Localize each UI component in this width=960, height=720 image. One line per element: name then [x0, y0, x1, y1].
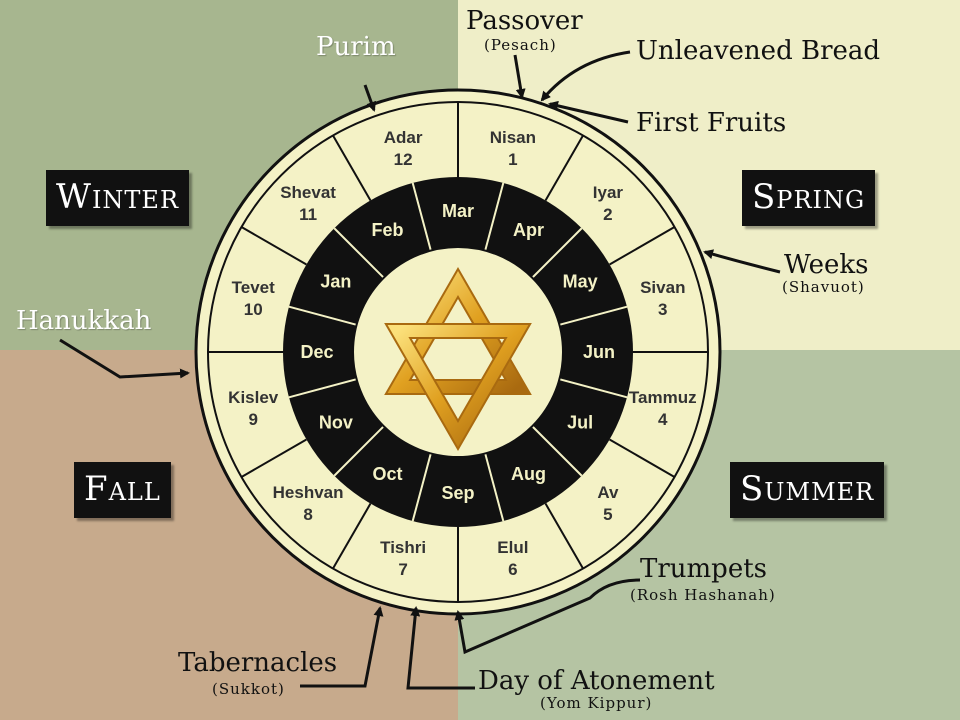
- hebrew-month-divider: [240, 438, 307, 478]
- hebrew-month-number: 11: [299, 205, 317, 224]
- civil-month-aug: Aug: [511, 464, 546, 484]
- inner-disc: [352, 246, 564, 458]
- hebrew-month-divider: [544, 503, 584, 570]
- civil-month-mar: Mar: [442, 201, 474, 221]
- civil-month-may: May: [563, 272, 598, 292]
- star-of-david-icon: [384, 266, 532, 452]
- civil-month-divider: [531, 227, 583, 279]
- hebrew-month-name: Iyar: [593, 183, 624, 202]
- hebrew-month-kislev: Kislev 9: [228, 388, 279, 429]
- season-spring: Spring: [742, 170, 876, 226]
- hebrew-month-number: 4: [658, 410, 668, 429]
- hebrew-month-name: Tishri: [380, 538, 426, 557]
- feast-unleavened-bread: Unleavened Bread: [636, 36, 881, 66]
- hebrew-month-number: 5: [603, 505, 612, 524]
- feast-first-fruits: First Fruits: [636, 108, 787, 138]
- civil-month-divider: [288, 305, 357, 326]
- first-fruits-arrow: [548, 100, 629, 124]
- feast-atonement-alt: (Yom Kippur): [540, 694, 653, 712]
- feast-passover: Passover: [466, 6, 583, 36]
- hebrew-month-number: 7: [398, 560, 407, 579]
- hebrew-month-tishri: Tishri 7: [380, 538, 426, 579]
- hebrew-month-adar: Adar 12: [384, 128, 423, 169]
- hebrew-month-number: 12: [394, 150, 413, 169]
- hebrew-month-number: 8: [303, 505, 312, 524]
- hebrew-month-name: Sivan: [640, 278, 685, 297]
- hebrew-month-number: 10: [244, 300, 263, 319]
- civil-month-divider: [333, 425, 385, 477]
- hebrew-month-sivan: Sivan 3: [640, 278, 685, 319]
- hebrew-month-tevet: Tevet 10: [232, 278, 275, 319]
- hebrew-month-tammuz: Tammuz 4: [629, 388, 697, 429]
- hebrew-month-number: 3: [658, 300, 667, 319]
- civil-month-oct: Oct: [372, 464, 402, 484]
- civil-month-divider: [559, 305, 628, 326]
- civil-month-divider: [333, 227, 385, 279]
- civil-month-divider: [411, 182, 432, 251]
- hebrew-month-name: Shevat: [280, 183, 336, 202]
- feast-passover-alt: (Pesach): [484, 36, 557, 54]
- atonement-arrow: [406, 606, 475, 690]
- civil-month-nov: Nov: [319, 413, 353, 433]
- season-summer: Summer: [730, 462, 885, 518]
- hebrew-month-number: 1: [508, 150, 517, 169]
- trumpets-arrow: [454, 578, 641, 655]
- hebrew-month-heshvan: Heshvan 8: [273, 483, 344, 524]
- hebrew-month-name: Adar: [384, 128, 423, 147]
- hebrew-month-divider: [240, 226, 307, 266]
- feast-atonement: Day of Atonement: [478, 666, 715, 696]
- civil-month-divider: [559, 378, 628, 399]
- hebrew-month-number: 2: [603, 205, 612, 224]
- civil-month-dec: Dec: [300, 342, 333, 362]
- civil-month-feb: Feb: [371, 220, 403, 240]
- civil-month-divider: [484, 182, 505, 251]
- feast-trumpets: Trumpets: [640, 554, 767, 584]
- feast-weeks: Weeks: [784, 250, 869, 280]
- civil-month-divider: [484, 453, 505, 522]
- hebrew-month-name: Kislev: [228, 388, 279, 407]
- hebrew-month-shevat: Shevat 11: [280, 183, 336, 224]
- hebrew-month-divider: [332, 134, 372, 201]
- civil-month-divider: [531, 425, 583, 477]
- hebrew-month-divider: [609, 226, 676, 266]
- feast-hanukkah: Hanukkah: [16, 306, 152, 336]
- hebrew-month-divider: [544, 134, 584, 201]
- civil-month-divider: [411, 453, 432, 522]
- hebrew-month-iyar: Iyar 2: [593, 183, 624, 224]
- hebrew-month-name: Tevet: [232, 278, 275, 297]
- civil-month-divider: [288, 378, 357, 399]
- hanukkah-arrow: [59, 338, 190, 379]
- civil-month-sep: Sep: [441, 483, 474, 503]
- hebrew-month-elul: Elul 6: [497, 538, 528, 579]
- feast-weeks-alt: (Shavuot): [782, 278, 865, 296]
- hebrew-month-number: 9: [248, 410, 257, 429]
- weeks-arrow: [703, 249, 781, 274]
- hebrew-month-divider: [332, 503, 372, 570]
- feast-tabernacles-alt: (Sukkot): [212, 680, 285, 698]
- hebrew-month-number: 6: [508, 560, 517, 579]
- passover-arrow: [513, 54, 526, 99]
- unleavened-bread-arrow: [540, 50, 631, 102]
- civil-month-jul: Jul: [567, 413, 593, 433]
- hebrew-month-name: Heshvan: [273, 483, 344, 502]
- purim-arrow: [363, 84, 376, 112]
- hebrew-month-divider: [609, 438, 676, 478]
- season-fall: Fall: [74, 462, 171, 518]
- hebrew-month-name: Elul: [497, 538, 528, 557]
- hebrew-month-name: Tammuz: [629, 388, 697, 407]
- civil-month-jan: Jan: [320, 272, 351, 292]
- hebrew-month-name: Nisan: [490, 128, 536, 147]
- feast-trumpets-alt: (Rosh Hashanah): [630, 586, 776, 604]
- season-winter: Winter: [46, 170, 190, 226]
- feast-purim: Purim: [316, 32, 396, 62]
- civil-month-jun: Jun: [583, 342, 615, 362]
- civil-month-apr: Apr: [513, 220, 544, 240]
- feast-tabernacles: Tabernacles: [178, 648, 338, 678]
- hebrew-month-av: Av 5: [597, 483, 619, 524]
- tabernacles-arrow: [300, 606, 384, 688]
- hebrew-month-name: Av: [597, 483, 619, 502]
- hebrew-month-nisan: Nisan 1: [490, 128, 536, 169]
